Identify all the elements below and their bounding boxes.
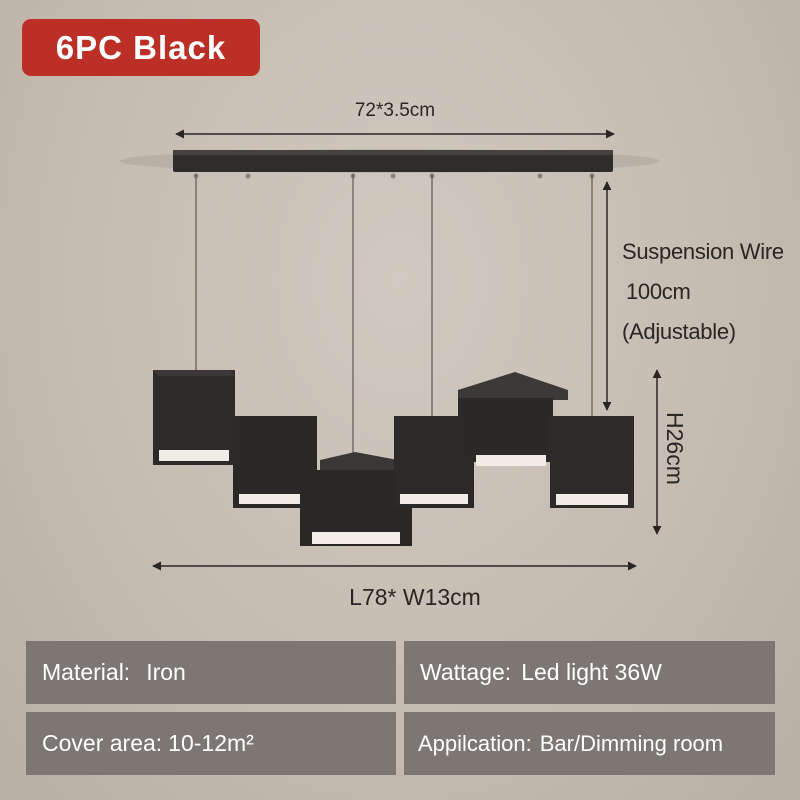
cube-shade-1 <box>153 370 235 465</box>
footprint-dimension-label: L78* W13cm <box>349 584 481 610</box>
variant-badge: 6PC Black <box>22 19 260 76</box>
spec-wattage-value: Led light 36W <box>521 659 662 685</box>
suspension-wire-length: 100cm <box>626 279 691 304</box>
spec-material-value: Iron <box>146 659 186 685</box>
cube-shade-5 <box>458 372 568 466</box>
spec-wattage: Wattage: Led light 36W <box>404 641 775 704</box>
spec-material-label: Material: <box>42 659 131 685</box>
canopy-bar <box>173 150 613 172</box>
cube-shade-3 <box>300 452 412 546</box>
spec-material: Material: Iron <box>26 641 396 704</box>
spec-application-value: Bar/Dimming room <box>539 730 724 756</box>
spec-cover-area-value: 10-12m² <box>168 730 254 756</box>
suspension-wire-title: Suspension Wire <box>622 239 784 264</box>
suspension-wires <box>195 174 593 458</box>
canopy-dimension-label: 72*3.5cm <box>354 100 436 121</box>
suspension-wire-label: Suspension Wire 100cm (Adjustable) <box>622 232 784 352</box>
spec-wattage-label: Wattage: <box>420 659 512 685</box>
spec-application: Appilcation: Bar/Dimming room <box>404 712 775 775</box>
spec-application-label: Appilcation: <box>418 730 532 756</box>
spec-cover-area: Cover area: 10-12m² <box>26 712 396 775</box>
spec-cover-area-label: Cover area: <box>42 730 163 756</box>
cube-shade-6 <box>550 416 634 508</box>
suspension-wire-note: (Adjustable) <box>622 319 736 344</box>
height-dimension-label: H26cm <box>662 412 688 485</box>
